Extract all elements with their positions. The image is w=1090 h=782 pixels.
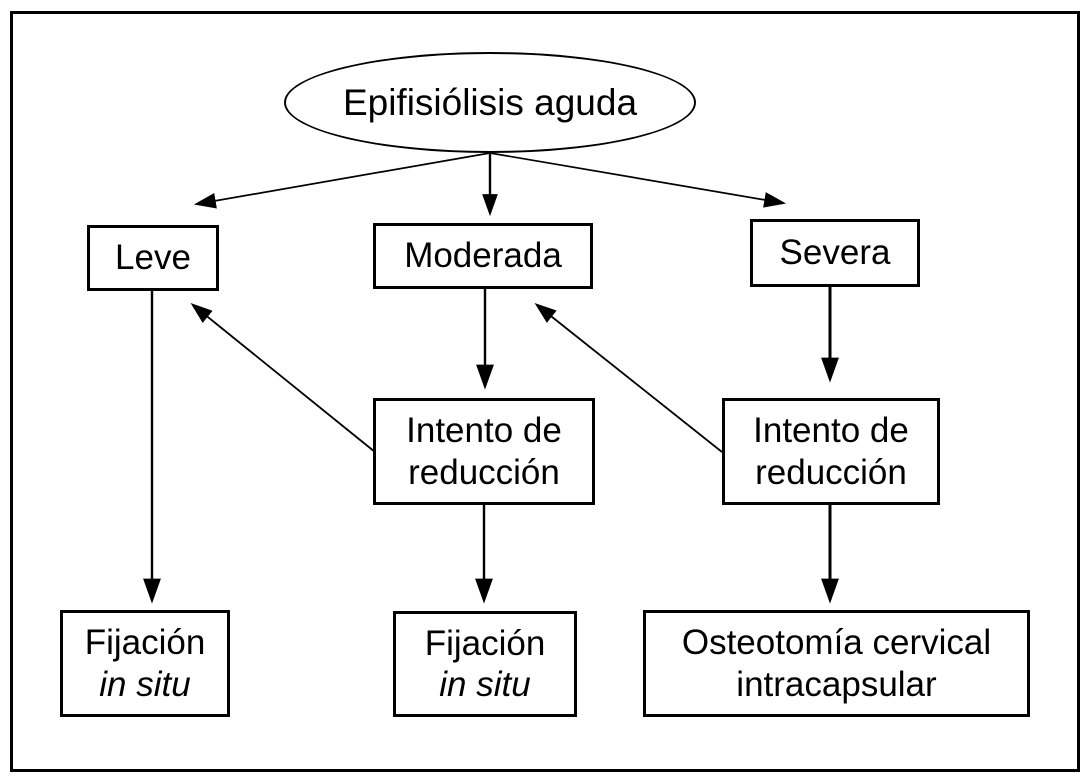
node-label: Moderada <box>404 236 562 276</box>
node-label-line2: in situ <box>99 664 191 704</box>
node-label: Severa <box>779 233 891 273</box>
node-severa: Severa <box>750 219 920 287</box>
node-moderada: Moderada <box>373 223 593 289</box>
outer-border <box>10 11 1080 772</box>
node-label-line2: in situ <box>439 665 531 704</box>
node-label: Leve <box>115 238 191 278</box>
node-osteotomia-cervical: Osteotomía cervical intracapsular <box>643 610 1030 717</box>
node-label-line1: Fijación <box>424 623 546 663</box>
node-label: Intento de reducción <box>753 411 909 492</box>
node-epifisiolisis-aguda: Epifisiólisis aguda <box>284 52 696 153</box>
node-label: Osteotomía cervical intracapsular <box>681 623 992 704</box>
node-label: Intento de reducción <box>406 411 562 492</box>
node-label: Fijación in situ <box>85 622 206 705</box>
node-label-line1: Fijación <box>84 623 206 663</box>
node-fijacion-in-situ-moderada: Fijación in situ <box>393 611 577 717</box>
node-label: Fijación in situ <box>425 623 546 706</box>
node-intento-reduccion-severa: Intento de reducción <box>722 398 940 505</box>
node-intento-reduccion-moderada: Intento de reducción <box>373 398 595 505</box>
node-fijacion-in-situ-leve: Fijación in situ <box>60 610 230 717</box>
node-label: Epifisiólisis aguda <box>342 81 638 123</box>
node-leve: Leve <box>87 225 219 291</box>
